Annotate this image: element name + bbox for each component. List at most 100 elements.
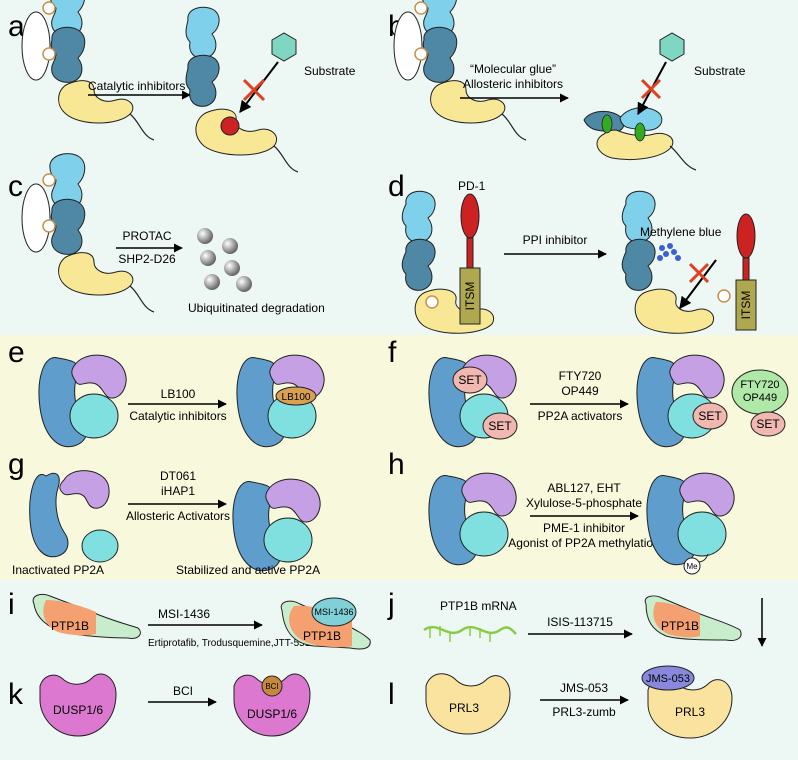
panel-letter-g: g xyxy=(8,448,25,481)
c-tail-b xyxy=(669,145,697,171)
prl3-protein-l-left xyxy=(425,673,511,735)
py-site-d2 xyxy=(717,289,731,303)
below-label-i: Ertiprotafib, Trodusquemine,JTT-551 xyxy=(148,638,311,649)
ptp1b-orange-j xyxy=(653,602,700,638)
pd1-head-d xyxy=(460,193,480,239)
pp2a-catalytic-g-left xyxy=(81,529,119,563)
arrow-label-c-bottom: SHP2-D26 xyxy=(118,252,176,266)
panel-i: i PTP1B MSI-1436 Ertiprotafib, Trodusque… xyxy=(8,588,371,650)
arrow-label-e-bottom: Catalytic inhibitors xyxy=(129,409,226,423)
panel-f: f SET SET FTY720 OP449 PP2A activators S… xyxy=(388,336,789,448)
compound-label-d: Methylene blue xyxy=(640,225,722,239)
result-label-c: Ubiquitinated degradation xyxy=(188,301,325,315)
arrow-label-i: MSI-1436 xyxy=(158,607,210,621)
panel-letter-c: c xyxy=(8,170,23,203)
set-label-f3: SET xyxy=(698,409,722,423)
mrna-label-j: PTP1B mRNA xyxy=(440,599,517,613)
panel-letter-d: d xyxy=(388,170,405,203)
dusp-protein-k-right xyxy=(233,673,311,737)
arrow-label-g-3: Allosteric Activators xyxy=(126,509,230,523)
pd1-stem-d2 xyxy=(742,257,750,281)
panel-g: g Inactivated PP2A DT061 iHAP1 Allosteri… xyxy=(8,448,321,577)
set-label-f2: SET xyxy=(488,419,512,433)
itsm-box-d2 xyxy=(735,279,757,331)
ptp-domain-b xyxy=(596,129,674,160)
right-caption-g: Stabilized and active PP2A xyxy=(176,563,320,577)
panel-j: j PTP1B mRNA ISIS-113715 PTP1B xyxy=(387,588,767,647)
panel-b: b “Molecular glue” Allosteric inhibitors… xyxy=(388,0,746,171)
panel-letter-a: a xyxy=(8,10,25,43)
substrate-arrow-d xyxy=(679,259,717,309)
set-label-f1: SET xyxy=(458,373,482,387)
msi1436-bound-i xyxy=(311,597,357,627)
py-site-d xyxy=(425,295,439,309)
allosteric-ligand-b2 xyxy=(634,122,646,142)
degradation-ball-6 xyxy=(236,276,252,292)
allosteric-ligand-b1 xyxy=(601,114,613,134)
methylene-blue-dots xyxy=(657,243,681,261)
block-x-a2 xyxy=(242,78,266,102)
panel-letter-e: e xyxy=(8,336,25,369)
msi1436-label-i: MSI-1436 xyxy=(314,607,353,617)
left-caption-g: Inactivated PP2A xyxy=(12,563,104,577)
sh2-n-domain-a xyxy=(185,6,220,59)
panel-letter-h: h xyxy=(388,448,405,481)
me-label-h: Me xyxy=(686,562,698,571)
bci-label-k: BCI xyxy=(265,682,278,691)
panel-a: a Catalytic inhibitors Substrate xyxy=(8,0,356,173)
lb100-label-e: LB100 xyxy=(282,392,311,403)
ptp1b-label-i-right: PTP1B xyxy=(303,629,341,643)
arrow-label-h-2: Xylulose-5-phosphate xyxy=(526,496,642,510)
arrow-label-g-1: DT061 xyxy=(160,469,196,483)
ptp-domain-d2 xyxy=(634,288,714,334)
pd1-head-d2 xyxy=(736,213,756,259)
arrow-label-f-1: FTY720 xyxy=(559,369,602,383)
dusp-label-k-left: DUSP1/6 xyxy=(53,703,103,717)
set-protein-f1 xyxy=(452,366,488,394)
degradation-ball-3 xyxy=(200,250,216,266)
arrow-label-f-3: PP2A activators xyxy=(538,409,623,423)
inhibitor-ball-a xyxy=(220,116,240,136)
arrow-label-l-top: JMS-053 xyxy=(560,681,608,695)
arrow-label-c-top: PROTAC xyxy=(122,229,171,243)
mrna-strand-j xyxy=(423,625,517,635)
degradation-ball-5 xyxy=(204,274,220,290)
substrate-label-a: Substrate xyxy=(304,64,356,78)
bci-bound-k xyxy=(261,675,283,697)
arrow-label-b-line2: Allosteric inhibitors xyxy=(463,77,563,91)
ptp1b-label-j: PTP1B xyxy=(661,619,699,633)
degradation-ball-4 xyxy=(224,260,240,276)
pp2a-regulatory-g-left xyxy=(59,470,110,509)
arrow-label-g-2: iHAP1 xyxy=(161,484,195,498)
itsm-box-d xyxy=(459,267,481,325)
prl3-label-l-left: PRL3 xyxy=(449,701,479,715)
arrow-label-k: BCI xyxy=(173,684,193,698)
complex-label-f-2: OP449 xyxy=(743,392,777,404)
panel-letter-i: i xyxy=(8,588,15,621)
pd1-label-d: PD-1 xyxy=(458,179,486,193)
degradation-ball-2 xyxy=(222,238,238,254)
jms053-label-l: JMS-053 xyxy=(646,673,690,685)
arrow-label-b-line1: “Molecular glue” xyxy=(470,62,556,76)
set-protein-f3 xyxy=(692,402,728,430)
pd1-stem-d xyxy=(466,237,474,269)
pp2a-scaffold-g-left xyxy=(29,472,69,558)
sh2-c-domain-a xyxy=(185,54,220,107)
panel-letter-j: j xyxy=(387,588,395,621)
panel-letter-f: f xyxy=(388,336,397,369)
arrow-label-e-top: LB100 xyxy=(161,387,196,401)
mrna-bases-j xyxy=(429,626,491,642)
panel-c: c PROTAC SHP2-D26 Ubiquitinated degradat… xyxy=(8,152,325,315)
panel-e: e LB100 Catalytic inhibitors LB100 xyxy=(8,336,325,448)
ptp1b-orange-i-left xyxy=(43,600,96,636)
sh2-n-domain-d xyxy=(401,190,436,243)
block-x-b2 xyxy=(640,78,662,100)
set-label-f4: SET xyxy=(756,417,780,431)
arrow-label-l-bottom: PRL3-zumb xyxy=(552,705,616,719)
substrate-label-b: Substrate xyxy=(694,64,746,78)
panel-letter-l: l xyxy=(388,678,395,711)
methyl-group-h xyxy=(683,557,701,575)
arrow-label-a: Catalytic inhibitors xyxy=(88,79,185,93)
sh2-n-domain-d2 xyxy=(621,190,656,243)
block-x-d2 xyxy=(688,262,710,284)
